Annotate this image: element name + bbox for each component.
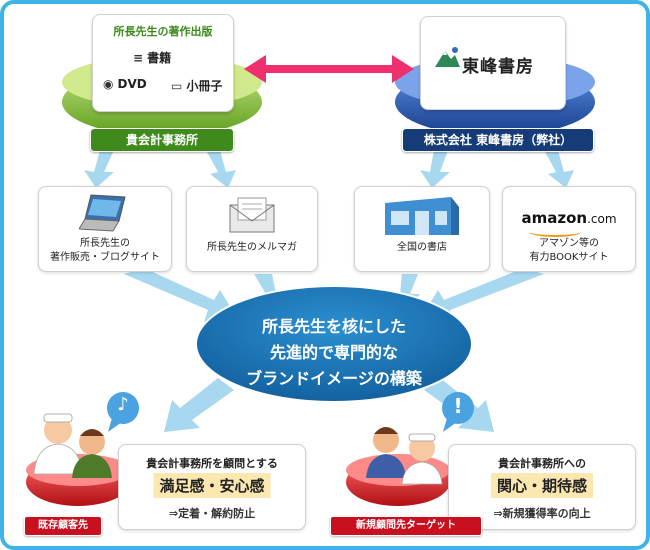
music-note-icon: ♪: [117, 394, 129, 415]
channel-bookstores-label: 全国の書店: [397, 242, 447, 253]
publisher-name: 東峰書房: [462, 57, 534, 77]
channel-bookstores: 全国の書店: [354, 186, 490, 272]
channel-amazon: amazon.com アマゾン等の 有力BOOKサイト: [502, 186, 636, 272]
disc-icon: ◉: [103, 77, 114, 91]
existing-client-people-icon: [33, 413, 112, 478]
publication-card: 所長先生の著作出版 ≡ 書籍 ◉ DVD ▭ 小冊子: [92, 14, 234, 112]
channel-newsletter-label: 所長先生のメルマガ: [207, 242, 297, 253]
open-book-icon: ▭: [171, 78, 183, 93]
publisher-card: [420, 16, 566, 110]
existing-client-box: 貴会計事務所を顧問とする 満足感・安心感 ⇒定着・解約防止: [118, 444, 306, 530]
channel-blog-site: 所長先生の 著作販売・ブログサイト: [38, 186, 172, 272]
laptop-icon: [79, 194, 126, 232]
channel-blog-site-label: 所長先生の 著作販売・ブログサイト: [50, 238, 160, 263]
client-office-label: 貴会計事務所: [90, 128, 234, 152]
new-speech-bubble: [442, 392, 474, 432]
existing-client-outcome: ⇒定着・解約防止: [168, 507, 256, 520]
amazon-smile-icon: [529, 227, 581, 237]
publisher-company-label: 株式会社 東峰書房（弊社）: [402, 128, 594, 152]
channel-amazon-label: アマゾン等の 有力BOOKサイト: [529, 238, 609, 263]
product-booklet: ▭ 小冊子: [171, 78, 223, 94]
new-client-context: 貴会計事務所への: [498, 457, 586, 470]
brand-core-message: 所長先生を核にした 先進的で専門的な ブランドイメージの構築: [246, 317, 422, 388]
publication-title: 所長先生の著作出版: [113, 25, 213, 38]
new-client-outcome: ⇒新規獲得率の向上: [493, 507, 591, 520]
book-stack-icon: ≡: [133, 50, 144, 65]
bookstore-icon: [385, 197, 459, 235]
channel-newsletter: 所長先生のメルマガ: [186, 186, 318, 272]
existing-client-context: 貴会計事務所を顧問とする: [146, 457, 278, 470]
product-dvd: ◉ DVD: [103, 77, 147, 91]
collaboration-double-arrow: [244, 55, 414, 83]
new-client-people-icon: [366, 427, 443, 485]
distribution-arrows: [84, 150, 574, 188]
existing-speech-bubble: [107, 392, 139, 432]
existing-client-tag: 既存顧客先: [24, 516, 102, 536]
brand-core-ellipse: [195, 285, 473, 403]
new-client-highlight: 関心・期待感: [490, 473, 594, 498]
envelope-icon: [229, 197, 275, 233]
mountain-logo-icon: [433, 45, 461, 69]
existing-client-highlight: 満足感・安心感: [153, 473, 271, 498]
new-client-box: 貴会計事務所への 関心・期待感 ⇒新規獲得率の向上: [448, 444, 636, 530]
product-book: ≡ 書籍: [133, 50, 172, 66]
new-client-tag: 新規顧問先ターゲット: [330, 516, 482, 536]
amazon-logo: amazon.com: [521, 209, 617, 227]
exclamation-icon: !: [453, 394, 463, 418]
